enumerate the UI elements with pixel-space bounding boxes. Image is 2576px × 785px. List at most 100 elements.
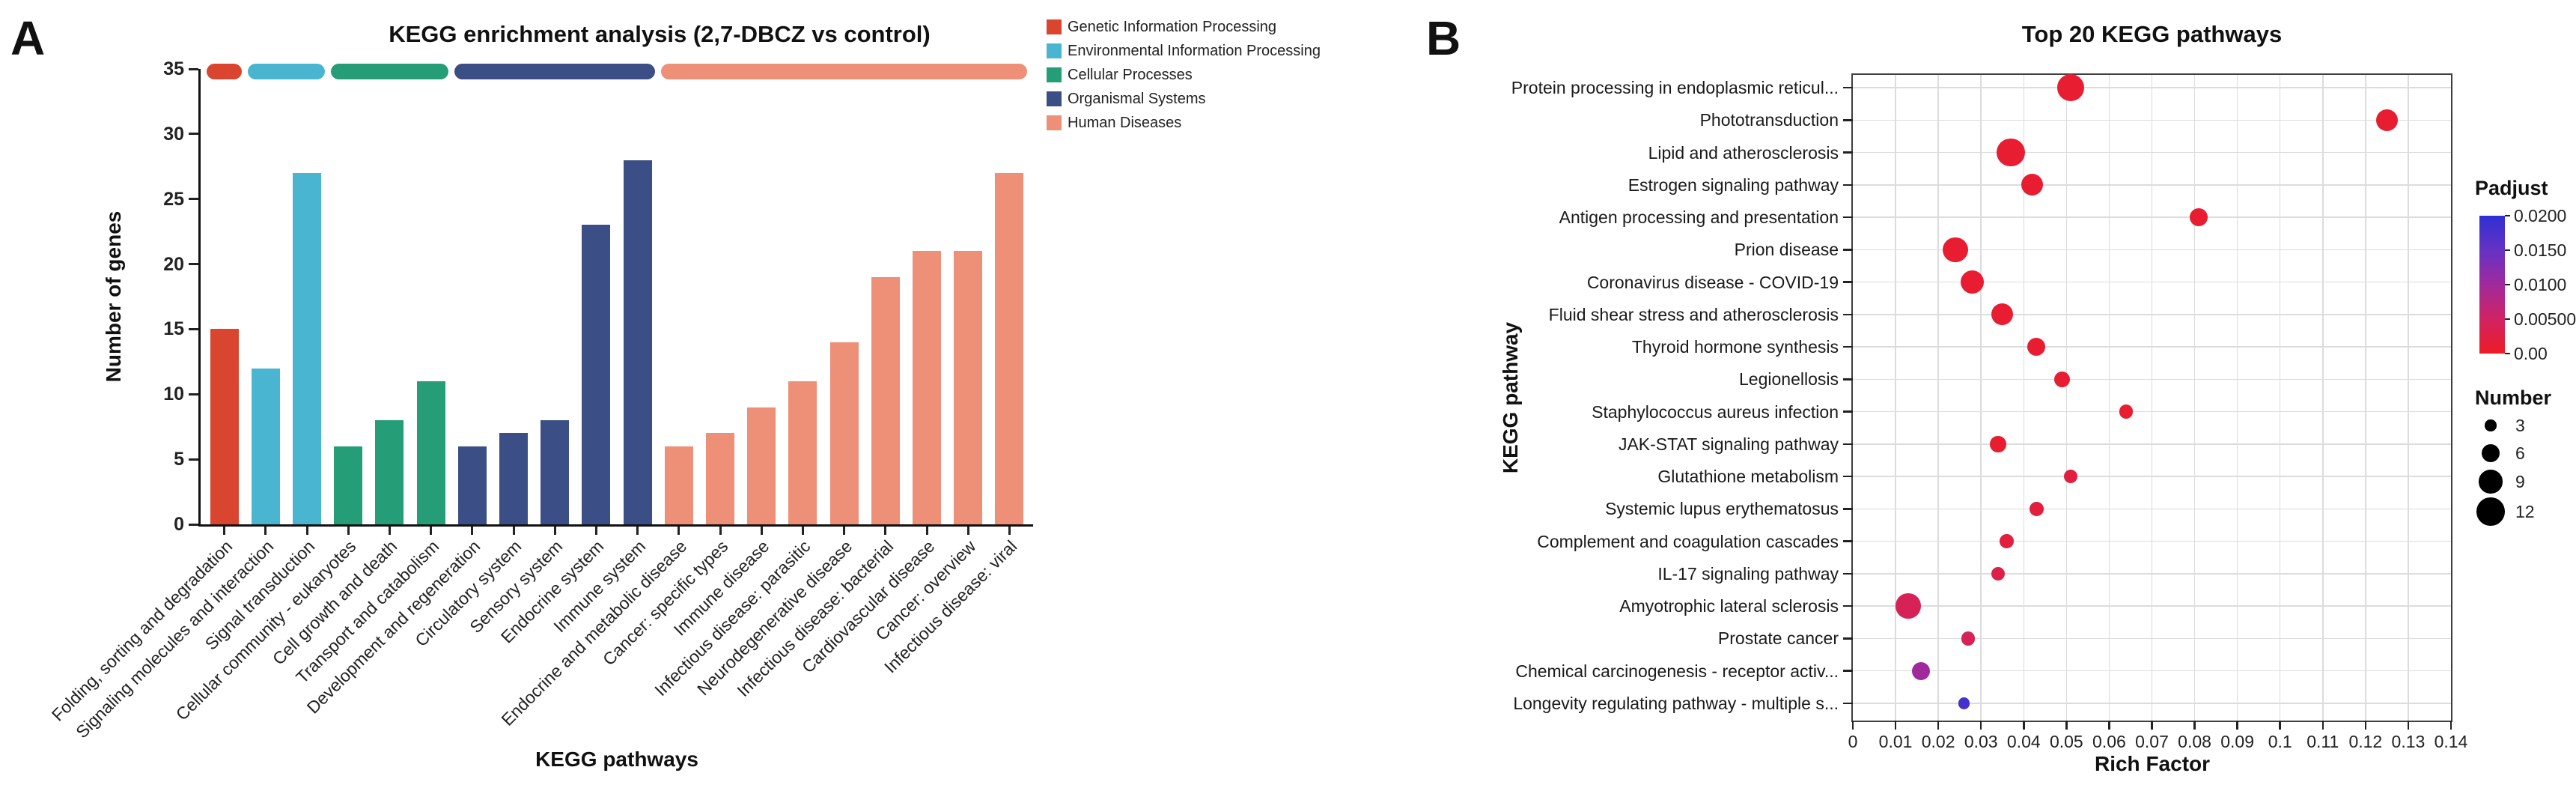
panel-b-x-tick [2279,721,2281,730]
panel-a-x-tick [678,527,680,535]
panel-a-y-axis [198,69,201,527]
panel-b-x-tick [1979,721,1982,730]
panel-a-x-tick [305,527,308,535]
group-pill-cellular-processes [330,64,449,79]
padjust-legend-title: Padjust [2475,177,2548,199]
dot-amyotrophic-lateral-sclerosis [1896,593,1921,619]
dot-jak-stat-signaling-pathway [1990,436,2006,452]
panel-a-y-tick [189,523,198,526]
panel-a-y-tick [189,327,198,330]
panel-b-hgridline [1853,119,2451,121]
panel-b-x-tick [2023,721,2025,730]
panel-b-hgridline [1853,184,2451,186]
number-legend-dot-9 [2479,470,2503,494]
panel-b-y-tick [1843,443,1853,446]
panel-a-x-tick [760,527,763,535]
legend-swatch-1 [1047,43,1062,58]
panel-b-vgridline [2108,75,2110,721]
bar-sensory-system [541,420,570,524]
panel-b-x-tick-label: 0.1 [2268,732,2292,751]
group-pill-human-diseases [661,64,1027,79]
dot-glutathione-metabolism [2063,469,2078,484]
padjust-tick-label: 0.0200 [2514,206,2567,225]
panel-b-pathway-label: Phototransduction [1699,110,1839,130]
padjust-tick [2505,249,2510,251]
bar-infectious-disease-bacterial [871,276,900,524]
panel-a-y-tick-label: 10 [163,384,184,405]
panel-b-hgridline [1853,508,2451,510]
panel-b-pathway-label: Prion disease [1734,240,1839,260]
bar-circulatory-system [499,433,528,524]
bar-cancer-overview [954,251,983,524]
padjust-tick [2505,215,2510,216]
dot-lipid-and-atherosclerosis [1997,138,2025,167]
bar-signaling-molecules-and-interaction [251,368,280,524]
panel-a-x-tick [801,527,804,535]
panel-a-x-tick [884,527,887,535]
bar-endocrine-system [582,225,611,524]
panel-a-y-tick [189,458,198,461]
legend-label-3: Organismal Systems [1068,91,1206,107]
panel-b-hgridline [1853,670,2451,672]
panel-b-hgridline [1853,476,2451,477]
panel-a-x-tick [512,527,515,535]
panel-a-x-tick [430,527,433,535]
panel-b-title: Top 20 KEGG pathways [2021,21,2283,47]
panel-b-x-tick-label: 0.02 [1921,732,1955,751]
bar-endocrine-and-metabolic-disease [664,446,693,524]
panel-a-x-tick [925,527,928,535]
panel-b-y-tick [1843,475,1853,478]
panel-b-pathway-label: Amyotrophic lateral sclerosis [1619,596,1839,616]
number-legend-title: Number [2475,387,2552,409]
group-pill-genetic-information-processing [207,64,243,79]
bar-immune-disease [747,407,776,524]
panel-b-y-tick [1843,184,1853,187]
panel-b-x-tick-label: 0.04 [2006,732,2041,751]
panel-a-y-tick-label: 5 [174,449,184,470]
bar-cancer-specific-types [706,433,734,524]
panel-b-hgridline [1853,703,2451,704]
padjust-tick [2505,284,2510,285]
panel-b-hgridline [1853,605,2451,607]
panel-b-hgridline [1853,314,2451,315]
number-legend-label-6: 6 [2515,443,2525,463]
padjust-tick [2505,318,2510,320]
panel-a-y-tick [189,133,198,136]
panel-b-hgridline [1853,346,2451,348]
panel-b-vgridline [2365,75,2366,721]
number-legend-label-12: 12 [2515,502,2535,521]
dot-prion-disease [1943,237,1968,263]
panel-b-hgridline [1853,249,2451,251]
dot-systemic-lupus-erythematosus [2030,502,2044,516]
panel-a-y-axis-title: Number of genes [102,210,125,383]
panel-b-x-tick [2151,721,2153,730]
dot-estrogen-signaling-pathway [2021,174,2044,196]
panel-b-pathway-label: Lipid and atherosclerosis [1648,142,1839,163]
dot-chemical-carcinogenesis-receptor-activ- [1912,661,1931,680]
panel-b-x-tick-label: 0.03 [1964,732,1998,751]
bar-cell-growth-and-death [375,420,404,524]
panel-b-y-tick [1843,637,1853,640]
panel-a-x-tick [719,527,722,535]
dot-staphylococcus-aureus-infection [2119,404,2134,419]
panel-b-y-tick [1843,313,1853,316]
panel-b-vgridline [1895,75,1896,721]
panel-b-x-tick-label: 0.06 [2092,732,2126,751]
panel-b-x-tick [2321,721,2324,730]
panel-b-y-tick [1843,378,1853,381]
panel-b-pathway-label: Longevity regulating pathway - multiple … [1513,694,1839,713]
number-legend-dot-6 [2481,443,2500,462]
panel-a-y-tick-label: 35 [163,58,184,79]
panel-b-hgridline [1853,573,2451,575]
panel-b-hgridline [1853,87,2451,88]
panel-b-y-tick [1843,702,1853,705]
panel-a-x-tick [1008,527,1011,535]
panel-b-x-tick [2108,721,2110,730]
legend-swatch-2 [1047,67,1062,82]
panel-a-x-tick [594,527,597,535]
panel-b-vgridline [2065,75,2068,721]
panel-b-vgridline [1937,75,1939,721]
panel-a-x-tick [966,527,969,535]
panel-a-x-tick [471,527,474,535]
legend-swatch-3 [1047,91,1062,106]
